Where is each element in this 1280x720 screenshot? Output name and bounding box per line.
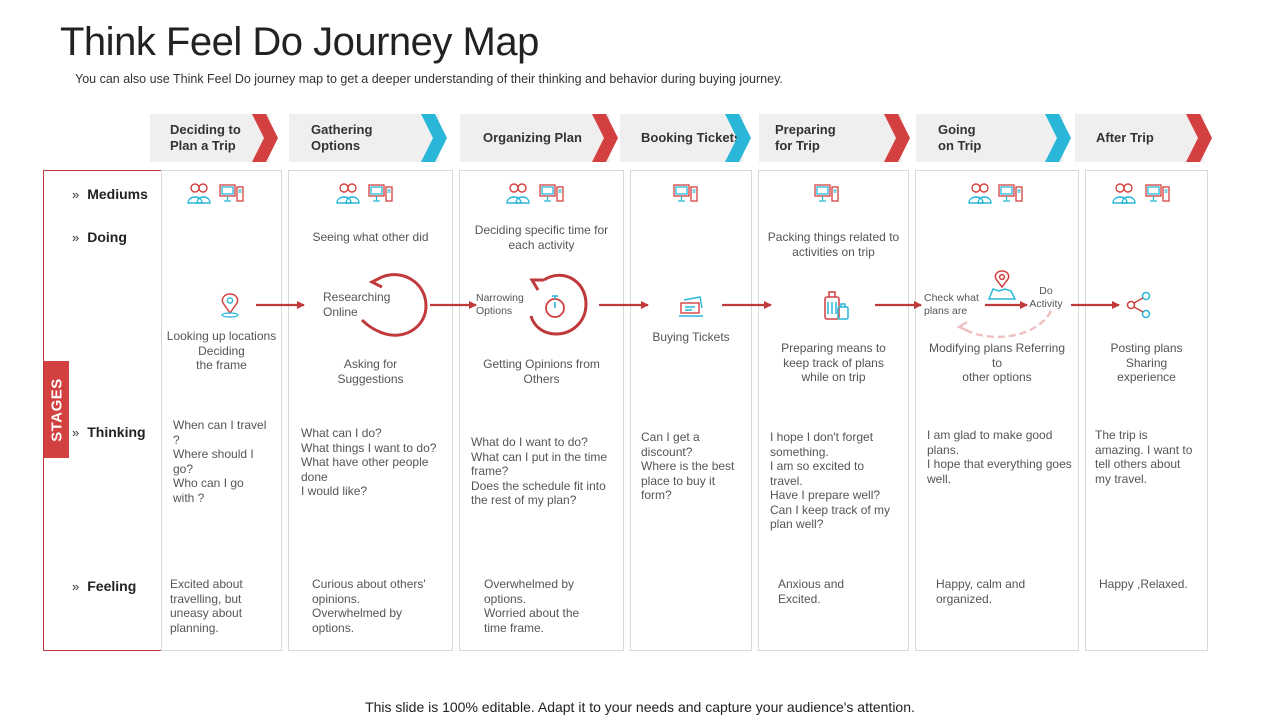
phase-label-line2: Plan a Trip — [170, 138, 236, 153]
feeling-text: Anxious and Excited. — [778, 577, 845, 606]
phase-header-7: After Trip — [1075, 114, 1212, 162]
computer-icon — [219, 184, 244, 202]
chevron-blue-icon — [421, 114, 447, 162]
computer-icon — [368, 184, 393, 202]
feeling-text: Happy ,Relaxed. — [1099, 577, 1188, 591]
thinking-text: Can I get a discount? Where is the best … — [641, 430, 735, 502]
phase-column-6 — [915, 170, 1079, 651]
doing-bottom-text: Buying Tickets — [652, 330, 730, 344]
row-label-feeling: »Feeling — [72, 578, 137, 594]
computer-icon — [539, 184, 564, 202]
doing-bottom-text: Preparing means to keep track of plans w… — [781, 341, 886, 384]
cycle-arrow-icon — [956, 310, 1053, 339]
doing-bottom-text: Posting plans Sharing experience — [1110, 341, 1183, 384]
row-label-mediums: »Mediums — [72, 186, 148, 202]
phase-label-line1: Gathering — [311, 122, 373, 137]
refresh-circle-icon — [360, 273, 428, 337]
double-chevron-icon: » — [72, 424, 80, 440]
feeling-text: Curious about others' opinions. Overwhel… — [312, 577, 426, 635]
thinking-text: What can I do? What things I want to do?… — [301, 426, 437, 498]
step-label: Researching Online — [323, 290, 391, 319]
share-icon — [1126, 291, 1151, 319]
computer-icon — [673, 184, 698, 202]
chevron-red-icon — [592, 114, 618, 162]
location-pin-icon — [221, 293, 239, 318]
phase-column-7 — [1085, 170, 1208, 651]
row-label-thinking: »Thinking — [72, 424, 146, 440]
phase-header-3: Organizing Plan — [460, 114, 618, 162]
phase-column-3 — [459, 170, 624, 651]
chevron-red-icon — [1186, 114, 1212, 162]
people-icon — [506, 183, 530, 204]
double-chevron-icon: » — [72, 578, 80, 594]
phase-column-2 — [288, 170, 453, 651]
phase-column-1 — [161, 170, 282, 651]
computer-icon — [998, 184, 1023, 202]
people-icon — [336, 183, 360, 204]
ticket-icon — [679, 296, 703, 317]
feeling-text: Overwhelmed by options. Worried about th… — [484, 577, 580, 635]
step-label: Check what plans are — [924, 292, 979, 317]
luggage-icon — [824, 291, 849, 320]
thinking-text: When can I travel ? Where should I go? W… — [173, 418, 267, 505]
doing-bottom-text: Asking for Suggestions — [337, 357, 404, 386]
computer-icon — [814, 184, 839, 202]
phase-label-line1: Deciding to — [170, 122, 241, 137]
phase-label-line1: Preparing — [775, 122, 836, 137]
footer-note: This slide is 100% editable. Adapt it to… — [365, 699, 915, 715]
step-label: Narrowing Options — [476, 292, 524, 317]
people-icon — [1112, 183, 1136, 204]
page-title: Think Feel Do Journey Map — [60, 20, 539, 64]
chevron-blue-icon — [725, 114, 751, 162]
doing-top-text: Seeing what other did — [312, 230, 429, 244]
chevron-red-icon — [252, 114, 278, 162]
phase-label-line1: Booking Tickets — [641, 130, 742, 145]
doing-bottom-text: Looking up locations Deciding the frame — [166, 329, 277, 372]
phase-label-line1: Organizing Plan — [483, 130, 582, 145]
phase-label-line2: on Trip — [938, 138, 982, 153]
stages-frame — [43, 170, 161, 651]
double-chevron-icon: » — [72, 229, 80, 245]
phase-label-line1: After Trip — [1096, 130, 1154, 145]
people-icon — [187, 183, 211, 204]
doing-top-text: Packing things related to activities on … — [767, 230, 900, 259]
phase-column-5 — [758, 170, 909, 651]
thinking-text: I am glad to make good plans. I hope tha… — [927, 428, 1072, 486]
doing-bottom-text: Modifying plans Referring to other optio… — [928, 341, 1066, 384]
phase-label-line2: Options — [311, 138, 361, 153]
step-label-secondary: Do Activity — [1029, 285, 1063, 310]
thinking-text: The trip is amazing. I want to tell othe… — [1095, 428, 1193, 486]
stages-tab: STAGES — [44, 361, 69, 458]
page-subtitle: You can also use Think Feel Do journey m… — [75, 72, 783, 86]
feeling-text: Excited about travelling, but uneasy abo… — [170, 577, 243, 635]
doing-bottom-text: Getting Opinions from Others — [483, 357, 600, 386]
phase-header-4: Booking Tickets — [620, 114, 751, 162]
people-icon — [968, 183, 992, 204]
stopwatch-circle-icon — [529, 273, 588, 336]
feeling-text: Happy, calm and organized. — [936, 577, 1026, 606]
phase-label-line1: Going — [938, 122, 976, 137]
chevron-blue-icon — [1045, 114, 1071, 162]
doing-top-text: Deciding specific time for each activity — [474, 223, 609, 252]
thinking-text: I hope I don't forget something. I am so… — [770, 430, 891, 531]
row-label-doing: »Doing — [72, 229, 127, 245]
thinking-text: What do I want to do? What can I put in … — [471, 435, 608, 507]
double-chevron-icon: » — [72, 186, 80, 202]
chevron-red-icon — [884, 114, 910, 162]
computer-icon — [1145, 184, 1170, 202]
map-pin-icon — [987, 270, 1017, 300]
phase-column-4 — [630, 170, 752, 651]
phase-label-line2: for Trip — [775, 138, 820, 153]
